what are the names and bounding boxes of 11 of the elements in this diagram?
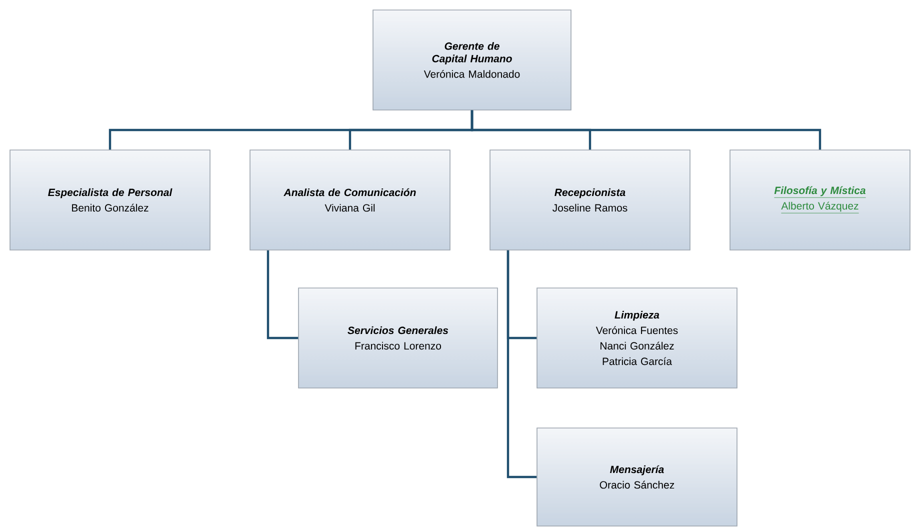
position-box: Servicios Generales Francisco Lorenzo	[298, 288, 498, 388]
position-box: Limpieza Verónica Fuentes Nanci González Patricia García	[536, 288, 738, 388]
connector-line	[266, 250, 298, 340]
position-box: Filosofía y Mística Alberto Vázquez	[730, 150, 910, 250]
position-box: Mensajería Oracio Sánchez	[536, 428, 738, 526]
position-box: Recepcionista Joseline Ramos	[490, 150, 690, 250]
position-box: Especialista de Personal Benito González	[10, 150, 210, 250]
connector-line	[470, 110, 822, 150]
connector-line	[506, 250, 537, 478]
position-box: Analista de Comunicación Viviana Gil	[250, 150, 450, 250]
position-box: Gerente de Capital Humano Verónica Maldonado	[372, 10, 572, 110]
